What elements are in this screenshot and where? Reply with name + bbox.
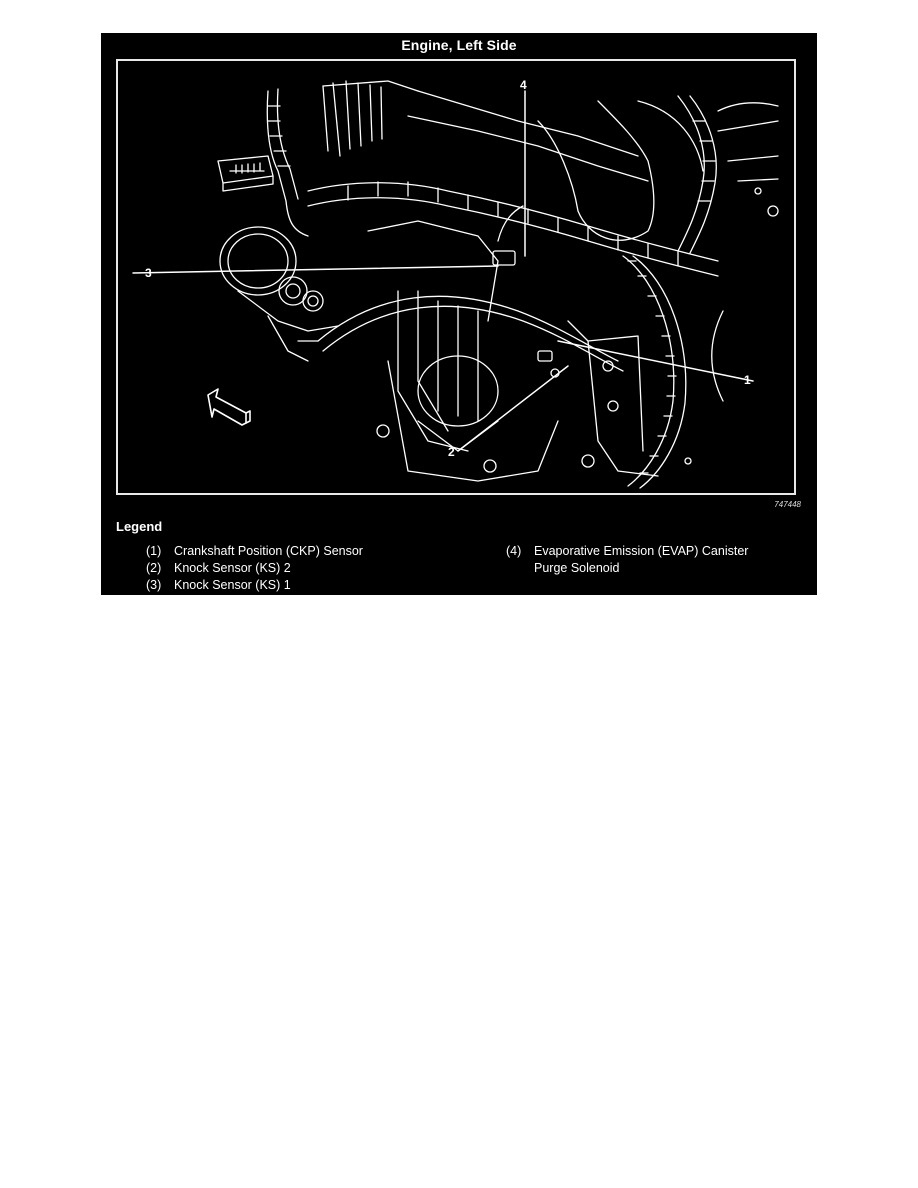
legend-item: (1) Crankshaft Position (CKP) Sensor [146, 544, 363, 558]
callout-1: 1 [744, 373, 751, 387]
figure-title: Engine, Left Side [401, 37, 517, 53]
illustration-frame: 3 4 1 2 [116, 59, 796, 495]
legend-column-left: (1) Crankshaft Position (CKP) Sensor (2)… [146, 543, 363, 594]
callout-2: 2 [448, 445, 455, 459]
callout-4: 4 [520, 78, 527, 92]
legend-item: (3) Knock Sensor (KS) 1 [146, 578, 291, 592]
legend-title: Legend [116, 519, 163, 534]
engine-line-art [132, 80, 779, 489]
callout-3: 3 [145, 266, 152, 280]
legend-item: (4) Evaporative Emission (EVAP) Canister… [506, 544, 749, 575]
arrow-up-left-icon [207, 388, 251, 426]
figure-id: 747448 [774, 500, 801, 509]
legend-item: (2) Knock Sensor (KS) 2 [146, 561, 291, 575]
legend-column-right: (4) Evaporative Emission (EVAP) Canister… [506, 543, 748, 577]
diagram-panel: Engine, Left Side [101, 33, 817, 595]
